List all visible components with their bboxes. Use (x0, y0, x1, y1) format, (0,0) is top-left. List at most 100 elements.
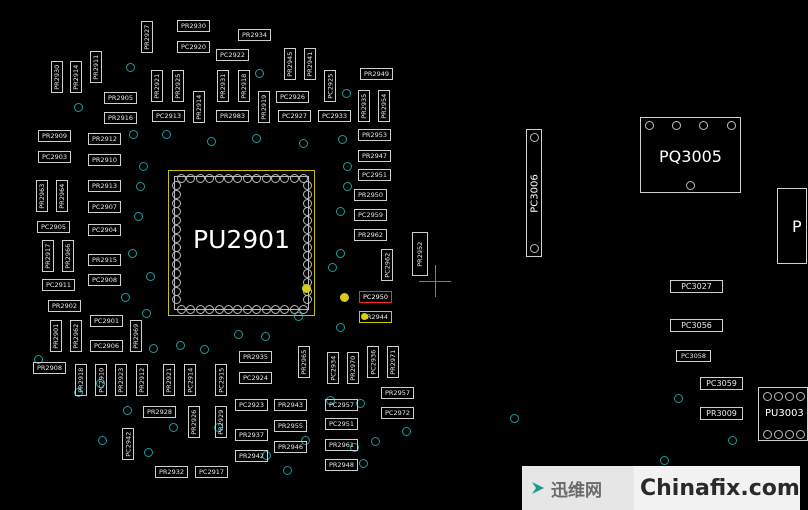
component-pc2933[interactable]: PC2933 (318, 110, 351, 122)
component-pr2917[interactable]: PR2917 (42, 240, 54, 272)
component-pr2916[interactable]: PR2916 (104, 112, 137, 124)
component-pr2921[interactable]: PR2921 (151, 70, 163, 102)
component-pr2937[interactable]: PR2937 (235, 429, 268, 441)
component-pr2914[interactable]: PR2914 (193, 91, 205, 123)
component-pr2926[interactable]: PR2926 (188, 406, 200, 438)
component-offscreen-right[interactable]: P (777, 188, 807, 264)
component-pr2930[interactable]: PR2930 (51, 61, 63, 93)
component-pr2943[interactable]: PR2943 (274, 399, 307, 411)
component-pr2946[interactable]: PR2946 (274, 441, 307, 453)
component-pc2908[interactable]: PC2908 (88, 274, 121, 286)
component-pr2971[interactable]: PR2971 (387, 346, 399, 378)
component-pc3058[interactable]: PC3058 (676, 350, 711, 362)
component-pc2904[interactable]: PC2904 (88, 224, 121, 236)
component-pr2918[interactable]: PR2918 (238, 70, 250, 102)
component-pc2911[interactable]: PC2911 (42, 279, 75, 291)
component-pr2923[interactable]: PR2923 (115, 364, 127, 396)
component-pr2949[interactable]: PR2949 (360, 68, 393, 80)
component-pu3003[interactable]: PU3003 (758, 387, 808, 441)
component-pc2934[interactable]: PC2934 (327, 352, 339, 384)
component-pr3009[interactable]: PR3009 (700, 407, 743, 420)
component-pr2915[interactable]: PR2915 (88, 254, 121, 266)
component-pc2925[interactable]: PC2925 (324, 70, 336, 102)
component-pr2961[interactable]: PR2961 (325, 439, 358, 451)
component-pr2952[interactable]: PR2952 (412, 232, 428, 276)
component-pc3056[interactable]: PC3056 (670, 319, 723, 332)
component-pr2962[interactable]: PR2962 (70, 320, 82, 352)
component-pr2983[interactable]: PR2983 (216, 110, 249, 122)
component-pr2966[interactable]: PR2966 (62, 240, 74, 272)
component-pr2913[interactable]: PR2913 (88, 180, 121, 192)
component-pc2926[interactable]: PC2926 (276, 91, 309, 103)
component-pr2953[interactable]: PR2953 (358, 129, 391, 141)
component-pc2936[interactable]: PC2936 (367, 346, 379, 378)
component-pc2951[interactable]: PC2951 (358, 169, 391, 181)
component-pr2957[interactable]: PR2957 (381, 387, 414, 399)
component-pr2950[interactable]: PR2950 (354, 189, 387, 201)
component-pr2912[interactable]: PR2912 (88, 133, 121, 145)
component-pr2930[interactable]: PR2930 (177, 20, 210, 32)
component-pr2965[interactable]: PR2965 (298, 346, 310, 378)
component-pc2906[interactable]: PC2906 (90, 340, 123, 352)
component-pr2935[interactable]: PR2935 (239, 351, 272, 363)
component-pr2928[interactable]: PR2928 (143, 406, 176, 418)
component-pc2914[interactable]: PC2914 (184, 364, 196, 396)
component-pr2941[interactable]: PR2941 (304, 48, 316, 80)
component-pr2932[interactable]: PR2932 (155, 466, 188, 478)
component-pr2919[interactable]: PR2919 (258, 91, 270, 123)
component-pr2910[interactable]: PR2910 (88, 154, 121, 166)
component-pc2950[interactable]: PC2950 (359, 291, 392, 303)
component-pr2970[interactable]: PR2970 (347, 352, 359, 384)
component-pr2945[interactable]: PR2945 (284, 48, 296, 80)
component-pc2903[interactable]: PC2903 (38, 151, 71, 163)
component-pr2963[interactable]: PR2963 (36, 180, 48, 212)
component-pr2929[interactable]: PR2929 (215, 406, 227, 438)
component-pr2925[interactable]: PR2925 (172, 70, 184, 102)
component-pr2902[interactable]: PR2902 (48, 300, 81, 312)
component-pc2957[interactable]: PC2957 (325, 399, 358, 411)
component-pc2942[interactable]: PC2942 (122, 428, 134, 460)
component-pr2947[interactable]: PR2947 (358, 150, 391, 162)
component-pc2915[interactable]: PC2915 (215, 364, 227, 396)
component-pr2901[interactable]: PR2901 (50, 320, 62, 352)
component-pc2905[interactable]: PC2905 (37, 221, 70, 233)
component-pc3059[interactable]: PC3059 (700, 377, 743, 390)
component-pq3005[interactable]: PQ3005 (640, 117, 741, 193)
component-pr2948[interactable]: PR2948 (325, 459, 358, 471)
component-pr2935[interactable]: PR2935 (358, 90, 370, 122)
component-pr2909[interactable]: PR2909 (38, 130, 71, 142)
component-pc3006[interactable]: PC3006 (526, 129, 542, 257)
component-pc2922[interactable]: PC2922 (216, 49, 249, 61)
component-pc2951[interactable]: PC2951 (325, 418, 358, 430)
component-pr2914[interactable]: PR2914 (70, 61, 82, 93)
component-pr2962[interactable]: PR2962 (354, 229, 387, 241)
component-pr2955[interactable]: PR2955 (274, 420, 307, 432)
component-pr2934[interactable]: PR2934 (238, 29, 271, 41)
component-pc2924[interactable]: PC2924 (239, 372, 272, 384)
component-pc2913[interactable]: PC2913 (152, 110, 185, 122)
component-pc2972[interactable]: PC2972 (381, 407, 414, 419)
ic-pu2901[interactable]: PU2901 (168, 170, 315, 316)
component-pr2931[interactable]: PR2931 (217, 70, 229, 102)
component-pr2944[interactable]: PR2944 (359, 311, 392, 323)
component-pc2962[interactable]: PC2962 (381, 249, 393, 281)
component-pr2908[interactable]: PR2908 (33, 362, 66, 374)
component-pr2969[interactable]: PR2969 (130, 320, 142, 352)
component-pc2907[interactable]: PC2907 (88, 201, 121, 213)
component-pr2954[interactable]: PR2954 (378, 90, 390, 122)
component-pc2959[interactable]: PC2959 (354, 209, 387, 221)
component-pr2911[interactable]: PR2911 (90, 51, 102, 83)
component-pr2912[interactable]: PR2912 (136, 364, 148, 396)
component-pc3027[interactable]: PC3027 (670, 280, 723, 293)
component-pr2927[interactable]: PR2927 (141, 21, 153, 53)
component-pr2964[interactable]: PR2964 (56, 180, 68, 212)
component-pr2921[interactable]: PR2921 (163, 364, 175, 396)
component-pc2910[interactable]: PC2910 (95, 364, 107, 396)
component-pc2923[interactable]: PC2923 (235, 399, 268, 411)
component-pr2942[interactable]: PR2942 (235, 450, 268, 462)
component-pr2918[interactable]: PR2918 (75, 364, 87, 396)
component-pc2901[interactable]: PC2901 (90, 315, 123, 327)
component-pc2927[interactable]: PC2927 (278, 110, 311, 122)
component-pc2917[interactable]: PC2917 (195, 466, 228, 478)
